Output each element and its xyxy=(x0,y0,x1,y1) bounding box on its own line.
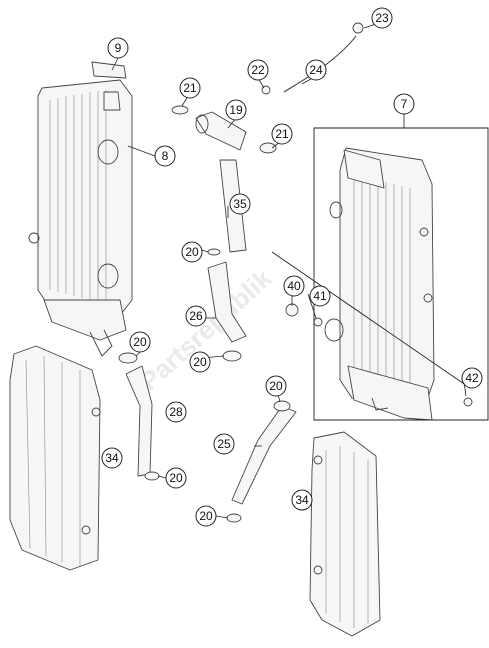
callout-20-c: 20 xyxy=(189,351,211,373)
svg-text:41: 41 xyxy=(313,289,327,303)
svg-text:24: 24 xyxy=(309,63,323,77)
watermark: Partsrepublik xyxy=(134,263,278,397)
svg-text:35: 35 xyxy=(233,197,247,211)
callout-34-right: 34 xyxy=(291,489,313,511)
callout-24: 24 xyxy=(305,59,327,81)
svg-text:34: 34 xyxy=(295,493,309,507)
svg-text:23: 23 xyxy=(375,11,389,25)
callout-20-e: 20 xyxy=(165,467,187,489)
callout-35: 35 xyxy=(229,193,251,215)
callout-22: 22 xyxy=(247,59,269,81)
svg-text:25: 25 xyxy=(217,437,231,451)
callout-20-f: 20 xyxy=(195,505,217,527)
svg-text:21: 21 xyxy=(183,81,197,95)
left-radiator xyxy=(28,61,133,357)
svg-text:20: 20 xyxy=(199,509,213,523)
callout-41: 41 xyxy=(309,285,331,307)
callout-19: 19 xyxy=(225,99,247,121)
svg-text:7: 7 xyxy=(401,97,408,111)
callout-21-top: 21 xyxy=(179,77,201,99)
svg-text:20: 20 xyxy=(169,471,183,485)
callout-20-d: 20 xyxy=(265,375,287,397)
callout-40: 40 xyxy=(283,275,305,297)
svg-text:28: 28 xyxy=(169,405,183,419)
svg-text:8: 8 xyxy=(162,149,169,163)
svg-text:20: 20 xyxy=(193,355,207,369)
callout-7: 7 xyxy=(393,93,415,115)
callout-42: 42 xyxy=(461,367,483,389)
callout-34-left: 34 xyxy=(101,447,123,469)
svg-text:21: 21 xyxy=(275,127,289,141)
callout-28: 28 xyxy=(165,401,187,423)
svg-text:22: 22 xyxy=(251,63,265,77)
svg-text:42: 42 xyxy=(465,371,479,385)
callout-21-right: 21 xyxy=(271,123,293,145)
callout-20-b: 20 xyxy=(129,331,151,353)
svg-text:26: 26 xyxy=(189,309,203,323)
svg-text:20: 20 xyxy=(269,379,283,393)
right-radiator xyxy=(324,147,435,421)
svg-text:34: 34 xyxy=(105,451,119,465)
svg-text:9: 9 xyxy=(115,41,122,55)
callouts: 9 8 21 19 21 22 24 23 7 35 20 40 41 26 2… xyxy=(101,7,483,527)
svg-text:19: 19 xyxy=(229,103,243,117)
radiator-guards xyxy=(9,345,381,637)
callout-26: 26 xyxy=(185,305,207,327)
callout-8: 8 xyxy=(154,145,176,167)
callout-23: 23 xyxy=(371,7,393,29)
svg-text:20: 20 xyxy=(185,245,199,259)
svg-text:40: 40 xyxy=(287,279,301,293)
callout-20-a: 20 xyxy=(181,241,203,263)
callout-9: 9 xyxy=(107,37,129,59)
callout-25: 25 xyxy=(213,433,235,455)
svg-text:20: 20 xyxy=(133,335,147,349)
leader-lines xyxy=(111,23,489,519)
hoses xyxy=(118,22,473,523)
